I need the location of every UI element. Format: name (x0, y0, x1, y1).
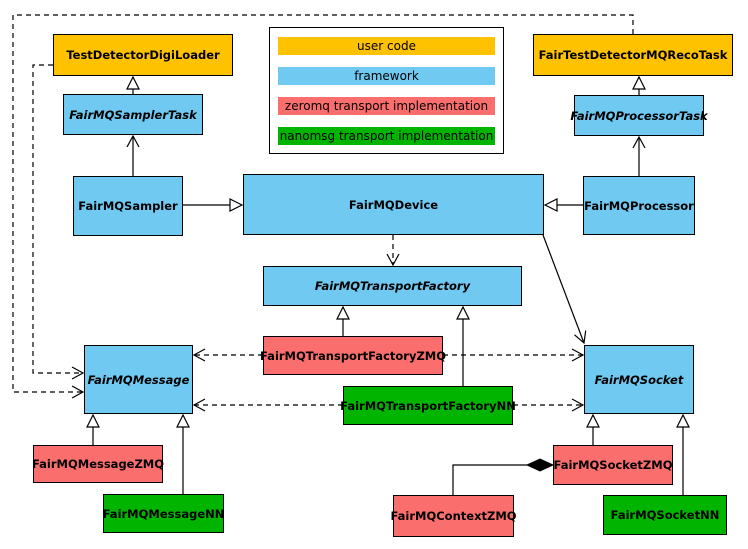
node-fairmqsamplertask: FairMQSamplerTask (63, 94, 203, 135)
node-label: FairMQContextZMQ (390, 509, 517, 523)
edge-recotask-to-message (12, 14, 634, 392)
node-fairmqsampler: FairMQSampler (73, 176, 183, 236)
node-fairmqmessagezmq: FairMQMessageZMQ (31, 445, 165, 483)
node-fairmqdevice: FairMQDevice (243, 174, 544, 235)
node-label: FairMQProcessor (584, 198, 694, 213)
node-fairmqtransportfactory: FairMQTransportFactory (263, 266, 522, 306)
node-fairtestdetectormqrecotask: FairTestDetectorMQRecoTask (533, 34, 733, 76)
legend-item-framework: framework (278, 67, 495, 85)
node-label: FairMQSamplerTask (69, 107, 197, 122)
node-label: FairMQDevice (348, 197, 439, 212)
composition-diamond (525, 458, 555, 472)
node-fairmqsocket: FairMQSocket (584, 345, 694, 414)
node-fairmqcontextzmq: FairMQContextZMQ (390, 495, 517, 537)
node-label: FairMQSampler (78, 199, 178, 213)
node-label: FairTestDetectorMQRecoTask (538, 48, 728, 62)
node-label: FairMQSocketNN (610, 508, 720, 522)
edge-contextzmq-to-socketzmq (452, 464, 527, 495)
node-label: FairMQMessage (87, 372, 190, 387)
node-label: FairMQTransportFactoryZMQ (260, 348, 447, 363)
legend-label: zeromq transport implementation (284, 99, 489, 113)
node-label: FairMQTransportFactory (314, 279, 471, 293)
node-label: FairMQProcessorTask (570, 108, 708, 123)
node-fairmqmessage: FairMQMessage (84, 345, 193, 414)
node-fairmqmessagenn: FairMQMessageNN (103, 494, 224, 533)
legend-label: user code (357, 39, 416, 53)
node-fairmqprocessor: FairMQProcessor (583, 176, 695, 235)
node-label: FairMQMessageZMQ (31, 457, 165, 471)
legend: user code framework zeromq transport imp… (269, 27, 504, 154)
node-label: FairMQTransportFactoryNN (340, 398, 516, 413)
node-fairmqsocketnn: FairMQSocketNN (603, 495, 727, 535)
legend-item-nanomsg: nanomsg transport implementation (278, 127, 495, 145)
edge-digiloader-to-message (32, 64, 83, 373)
node-fairmqsocketzmq: FairMQSocketZMQ (553, 445, 673, 485)
node-fairmqprocessortask: FairMQProcessorTask (570, 95, 708, 136)
node-fairmqtransportfactorynn: FairMQTransportFactoryNN (340, 386, 516, 425)
node-fairmqtransportfactoryzmq: FairMQTransportFactoryZMQ (260, 336, 447, 375)
legend-item-zeromq: zeromq transport implementation (278, 97, 495, 115)
legend-label: nanomsg transport implementation (279, 129, 494, 143)
legend-item-user-code: user code (278, 37, 495, 55)
node-label: FairMQSocketZMQ (553, 458, 673, 472)
edge-device-to-socket (542, 234, 584, 343)
legend-label: framework (354, 69, 419, 83)
node-label: FairMQSocket (594, 372, 684, 387)
node-testdetectordigiloader: TestDetectorDigiLoader (53, 34, 233, 76)
node-label: FairMQMessageNN (102, 506, 225, 521)
node-label: TestDetectorDigiLoader (66, 48, 220, 62)
